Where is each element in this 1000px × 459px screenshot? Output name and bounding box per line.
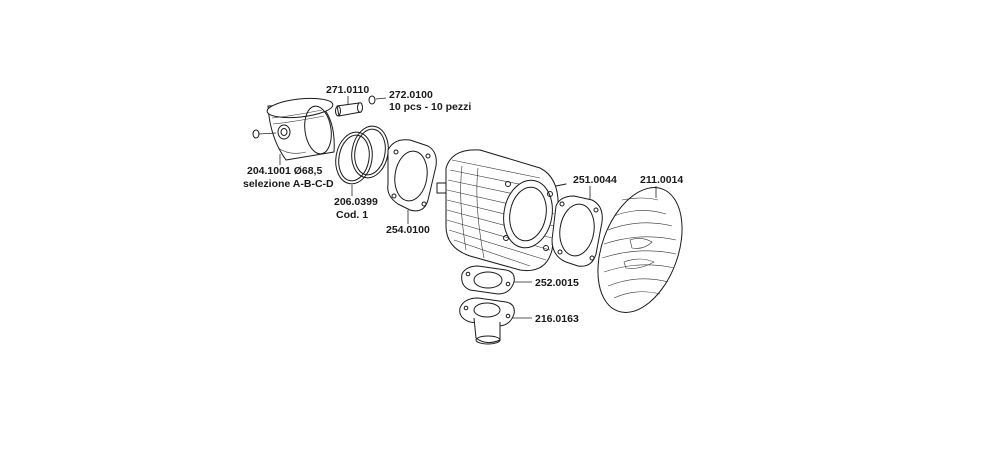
cylinder-drawing xyxy=(436,149,559,272)
circlip-leader xyxy=(375,97,387,100)
circlip-code-label: 272.0100 xyxy=(389,89,433,101)
head-gasket-left-drawing xyxy=(387,139,437,212)
base-gasket-code-label: 252.0015 xyxy=(535,277,579,289)
head-gasket-right-code-label: 251.0044 xyxy=(573,174,617,186)
piston-rings-note-label: Cod. 1 xyxy=(336,209,368,221)
piston-drawing xyxy=(252,97,335,161)
cylinder-head-code-label: 211.0014 xyxy=(640,174,683,186)
dowel-pin-upper xyxy=(555,183,567,187)
piston-pin-code-label: 271.0110 xyxy=(326,84,369,96)
piston-code-label: 204.1001 Ø68,5 xyxy=(247,165,322,177)
piston-rings-drawing xyxy=(335,125,389,185)
head-gasket-right-drawing xyxy=(551,195,603,267)
piston-note-label: selezione A-B-C-D xyxy=(243,178,334,190)
spacer-code-label: 216.0163 xyxy=(535,313,579,325)
piston-pin-drawing xyxy=(335,102,363,117)
piston-rings-code-label: 206.0399 xyxy=(334,196,378,208)
circlip-note-label: 10 pcs - 10 pezzi xyxy=(389,101,471,113)
circlip-drawing xyxy=(368,95,376,105)
cylinder-head-drawing xyxy=(597,187,683,313)
head-gasket-left-code-label: 254.0100 xyxy=(386,224,430,236)
base-gasket-drawing xyxy=(461,265,515,295)
spacer-drawing xyxy=(459,297,515,345)
